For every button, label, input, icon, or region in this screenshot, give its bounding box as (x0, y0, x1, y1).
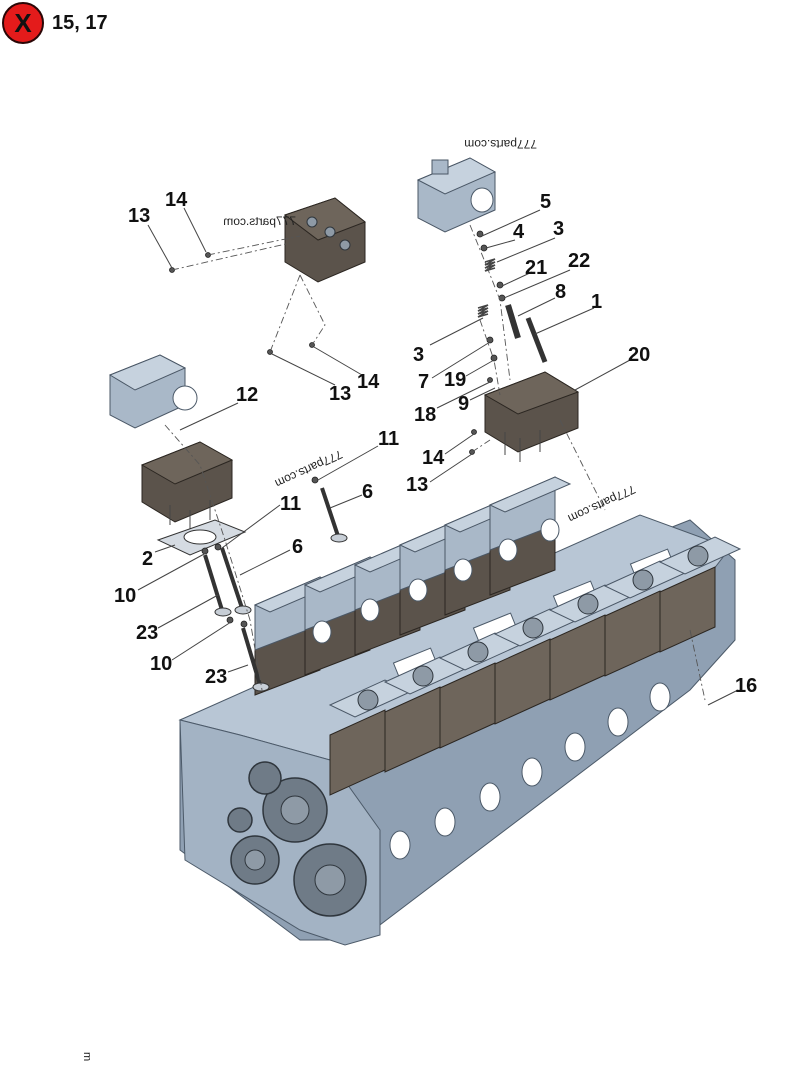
assembly-center-lines (164, 224, 706, 701)
callout-10: 10 (114, 585, 136, 607)
exploded-cover-left (108, 354, 198, 429)
callout-13: 13 (128, 205, 150, 227)
rocker-assemblies (357, 545, 709, 711)
callout-9: 9 (458, 393, 469, 415)
callout-13: 13 (406, 474, 428, 496)
cylinder-bank-front (328, 536, 742, 796)
callout-21: 21 (525, 257, 547, 279)
callout-7: 7 (418, 371, 429, 393)
callout-14: 14 (422, 447, 445, 469)
head-gasket (156, 519, 247, 556)
exhaust-outlets (312, 518, 560, 644)
callout-5: 5 (540, 191, 551, 213)
header-mark: X 15, 17 (2, 2, 108, 44)
callout-14: 14 (165, 189, 188, 211)
watermark: 777parts.com (223, 214, 296, 228)
callout-23: 23 (136, 622, 158, 644)
callout-12: 12 (236, 384, 258, 406)
x-circle-icon: X (2, 2, 44, 44)
callout-22: 22 (568, 250, 590, 272)
callout-6: 6 (362, 481, 373, 503)
callout-13: 13 (329, 383, 351, 405)
callout-1: 1 (591, 291, 602, 313)
callout-2: 2 (142, 548, 153, 570)
callout-labels: 13 14 5 4 3 21 22 8 1 3 20 7 19 13 14 12… (114, 189, 757, 697)
exploded-head-right (483, 371, 580, 462)
callout-20: 20 (628, 344, 650, 366)
watermark: 777parts.com (566, 482, 638, 525)
watermark: 777parts.com (464, 137, 537, 151)
callout-18: 18 (414, 404, 436, 426)
timing-gears (227, 761, 367, 917)
callout-8: 8 (555, 281, 566, 303)
exploded-valves (169, 230, 548, 692)
callout-4: 4 (513, 221, 525, 243)
callout-14: 14 (357, 371, 380, 393)
exploded-head-upper-left (283, 197, 366, 283)
callout-11: 11 (280, 493, 301, 515)
callout-16: 16 (735, 675, 757, 697)
callout-3: 3 (553, 218, 564, 240)
callout-6: 6 (292, 536, 303, 558)
footer-mark: m (81, 1052, 93, 1062)
cylinder-bank-rear (253, 476, 572, 696)
header-ref-numbers: 15, 17 (52, 11, 108, 34)
callout-11: 11 (378, 428, 399, 450)
block-side-holes (389, 682, 671, 860)
callout-10: 10 (150, 653, 172, 675)
exploded-cover-top (416, 157, 497, 233)
watermark: 777parts.com (273, 447, 345, 490)
callout-3: 3 (413, 344, 424, 366)
callout-23: 23 (205, 666, 227, 688)
exploded-head-left (140, 441, 234, 530)
callout-19: 19 (444, 369, 466, 391)
leader-lines (137, 207, 739, 706)
